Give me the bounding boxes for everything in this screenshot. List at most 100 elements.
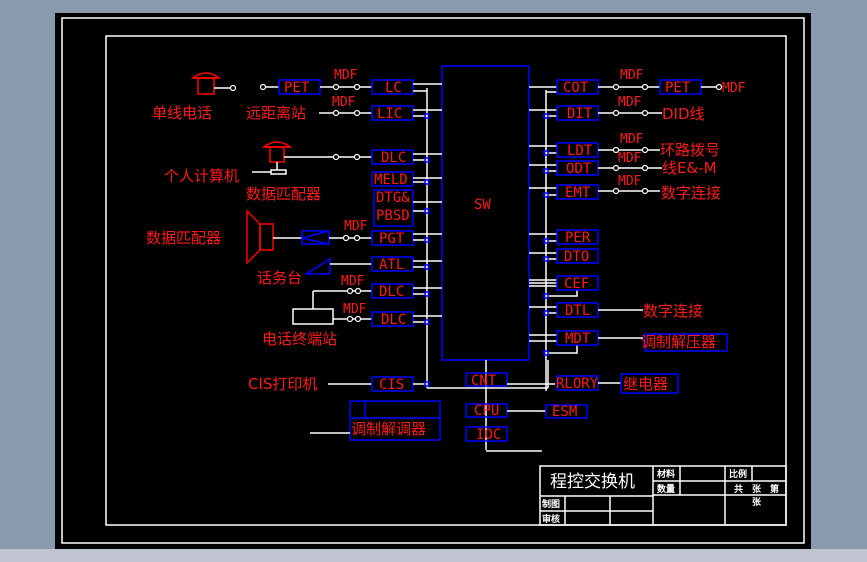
dit-label: DIT [567, 106, 593, 122]
background-lower [0, 549, 867, 562]
dtg-pbsd-module[interactable] [373, 189, 414, 227]
pet-label: PET [665, 80, 691, 96]
cis-printer-label: CIS打印机 [248, 375, 317, 393]
mdf-label: MDF [620, 132, 644, 147]
data-adapter-label: 数据匹配器 [246, 185, 321, 203]
row-cis: CIS打印机 CIS [248, 375, 430, 393]
outer-frame [61, 17, 805, 544]
dtg-label: DTG& [376, 190, 410, 206]
drawing-title: 程控交换机 [550, 472, 635, 492]
row-operator: 话务台 ATL [257, 256, 442, 287]
page-label: 第 [770, 483, 779, 495]
atl-module[interactable] [371, 256, 414, 272]
did-label: DID线 [662, 105, 705, 123]
esm-module[interactable] [545, 404, 588, 419]
row-remote-station: 远距离站 MDF LIC [246, 95, 442, 122]
dto-label: DTO [564, 249, 589, 265]
data-adapter-2-label: 数据匹配器 [146, 229, 221, 247]
meld-label: MELD [374, 172, 408, 188]
pgt-module[interactable] [371, 230, 414, 246]
mdt-label: MDT [565, 331, 591, 347]
ioc-module[interactable] [465, 426, 508, 442]
row-data-adapter: 数据匹配器 MDF PGT [146, 209, 442, 265]
digital-connect-label: 数字连接 [661, 184, 721, 202]
mdf-label: MDF [618, 95, 642, 110]
digital-connect-2-label: 数字连接 [643, 302, 703, 320]
ldt-label: LDT [567, 143, 593, 159]
dtl-label: DTL [565, 303, 590, 319]
atl-label: ATL [379, 257, 404, 273]
esm-label: ESM [552, 404, 577, 420]
cpu-label: CPU [474, 403, 499, 419]
material-label: 材料 [656, 468, 675, 480]
operator-label: 话务台 [257, 269, 302, 287]
scale-label: 比例 [729, 468, 747, 480]
mdf-label: MDF [341, 274, 365, 289]
modem-label: 调制解调器 [351, 420, 426, 438]
dto-module[interactable] [556, 248, 599, 264]
remote-station-label: 远距离站 [246, 104, 306, 122]
per-module[interactable] [556, 229, 599, 245]
cnt-module[interactable] [465, 372, 508, 387]
relay-label: 继电器 [623, 375, 668, 393]
emt-label: EMT [565, 185, 591, 201]
meld-module[interactable] [371, 171, 414, 187]
modem-compressor-label: 调制解压器 [641, 333, 716, 351]
mdf-label: MDF [344, 219, 368, 234]
title-block: 程控交换机 材料 数量 比例 共 张 第 张 制图 审核 [539, 465, 787, 526]
checked-by-label: 审核 [542, 513, 560, 525]
pbsd-label: PBSD [376, 208, 410, 224]
dlc-module-2[interactable] [371, 283, 414, 299]
total-label: 共 [734, 483, 743, 495]
ioc-label: IOC [476, 427, 501, 443]
lic-label: LIC [377, 106, 402, 122]
per-label: PER [565, 230, 591, 246]
relay-box[interactable] [620, 373, 679, 394]
dlc-label: DLC [381, 312, 406, 328]
modem-block[interactable]: 调制解调器 [310, 400, 441, 441]
rlory-label: RLORY [556, 376, 599, 392]
row-single-phone: PET MDF LC 单线电话 [152, 68, 442, 122]
right-modules: COT MDF PET MDF DIT MDF DID线 LDT MDF 环路拨… [529, 68, 746, 394]
switch-label: SW [474, 197, 491, 213]
lc-label: LC [385, 80, 402, 96]
dlc-label: DLC [379, 284, 404, 300]
em-line-label: 线E&-M [662, 159, 717, 177]
lc-module[interactable] [371, 79, 414, 95]
odt-label: ODT [566, 161, 592, 177]
dlc-module-1[interactable] [371, 149, 414, 165]
row-phone-terminal: MDF DLC MDF DLC 电话终端站 [262, 274, 442, 348]
drawn-by-label: 制图 [542, 498, 560, 510]
cef-module[interactable] [556, 275, 599, 291]
mdf-label: MDF [334, 68, 358, 83]
quantity-label: 数量 [657, 483, 675, 495]
cnt-label: CNT [471, 373, 497, 389]
lic-module[interactable] [371, 105, 414, 121]
mdf-label: MDF [618, 174, 642, 189]
inner-frame [105, 35, 787, 526]
pgt-label: PGT [379, 231, 405, 247]
mdf-label: MDF [620, 68, 644, 83]
mdf-label: MDF [343, 302, 367, 317]
cis-label: CIS [379, 377, 404, 393]
pet-label: PET [284, 80, 310, 96]
mdf-label: MDF [618, 151, 642, 166]
mdf-label: MDF [332, 95, 356, 110]
sheets-label: 张 [752, 483, 762, 495]
emt-module[interactable] [556, 184, 599, 200]
modem-compressor-box[interactable] [644, 333, 728, 352]
operator-console-icon [303, 257, 331, 275]
cef-label: CEF [564, 276, 589, 292]
dlc-label: DLC [381, 150, 406, 166]
page-sheets-label: 张 [752, 496, 762, 508]
cot-label: COT [563, 80, 589, 96]
single-phone-label: 单线电话 [152, 104, 212, 122]
mdf-end-label: MDF [722, 81, 746, 96]
row-pc: 个人计算机 数据匹配器 DLC [164, 141, 442, 203]
dlc-module-3[interactable] [371, 311, 414, 327]
drawing-sheet [55, 13, 811, 549]
loop-dial-label: 环路拨号 [660, 141, 720, 159]
pc-label: 个人计算机 [164, 167, 239, 185]
phone-terminal-label: 电话终端站 [262, 330, 337, 348]
